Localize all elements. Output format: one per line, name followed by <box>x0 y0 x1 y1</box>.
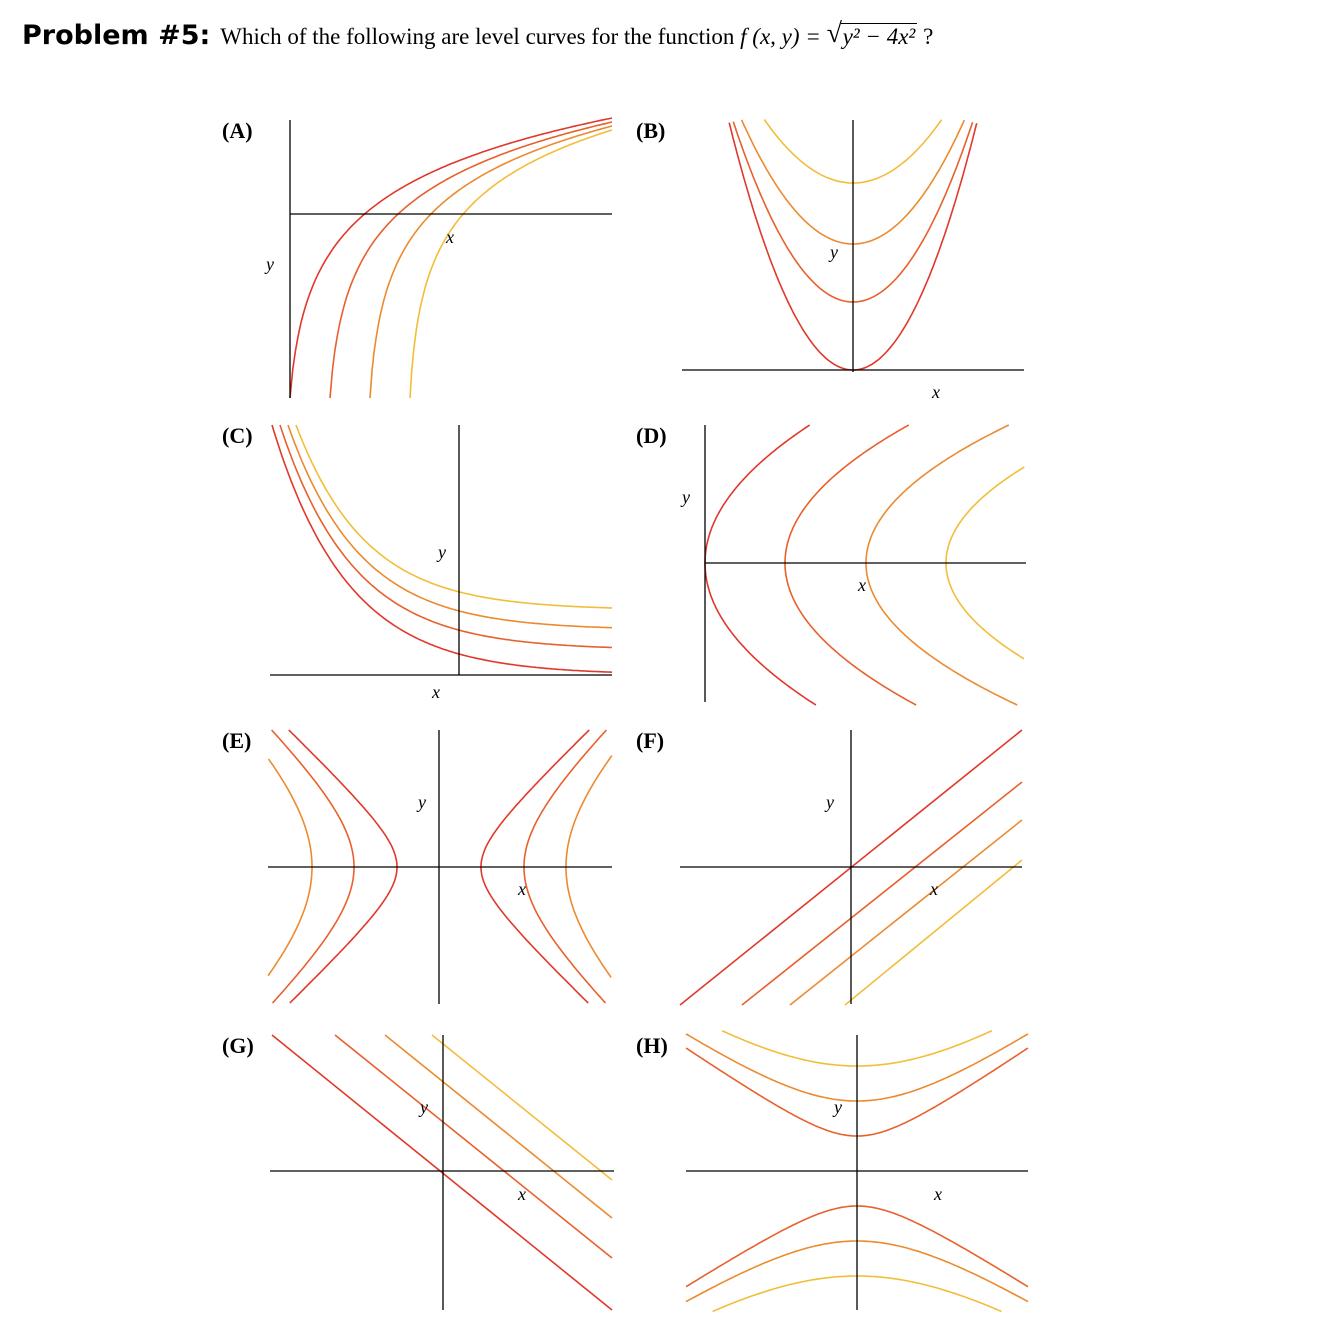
panel-a-curve-1 <box>289 117 613 399</box>
panel-label-b: (B) <box>636 118 666 143</box>
panel-e-x-label: x <box>517 879 526 899</box>
panel-c-curve-1 <box>271 424 613 673</box>
panel-c-y-label: y <box>436 542 446 562</box>
panel-b-x-label: x <box>931 382 940 402</box>
panel-c-curve-3 <box>287 424 613 629</box>
panel-label-e: (E) <box>222 728 252 753</box>
panel-d-curve-1 <box>704 424 817 706</box>
panel-g-y-label: y <box>418 1097 428 1117</box>
panel-g-line-2 <box>334 1034 613 1259</box>
panel-f-y-label: y <box>824 792 834 812</box>
panel-d-curve-2 <box>784 424 917 706</box>
panel-f-line-3 <box>789 819 1023 1006</box>
panel-label-h: (H) <box>636 1033 668 1058</box>
problem-title: Problem #5: Which of the following are l… <box>22 18 934 51</box>
question-text: Which of the following are level curves … <box>220 18 934 50</box>
panel-label-g: (G) <box>222 1033 254 1058</box>
problem-number: Problem #5: <box>22 20 211 51</box>
panel-e-y-label: y <box>416 792 426 812</box>
panel-h-x-label: x <box>933 1184 942 1204</box>
panel-a-curve-4 <box>409 129 613 399</box>
panel-h-y-label: y <box>832 1097 842 1117</box>
panel-f-line-2 <box>741 781 1023 1006</box>
panel-c-curve-2 <box>279 424 613 649</box>
function-lhs: f (x, y) = <box>740 24 827 49</box>
panel-a-x-label: x <box>445 227 454 247</box>
panel-d-x-label: x <box>857 575 866 595</box>
radicand: y² − 4x² <box>840 23 918 49</box>
radical-sign-icon: √ <box>826 18 842 49</box>
panel-label-f: (F) <box>636 728 665 753</box>
panel-g-x-label: x <box>517 1184 526 1204</box>
panel-c-curve-4 <box>295 424 612 609</box>
panel-b-y-label: y <box>828 242 838 262</box>
panel-label-a: (A) <box>222 118 253 143</box>
panel-f-line-4 <box>844 859 1023 1006</box>
panel-g-line-1 <box>271 1034 613 1311</box>
panel-g-line-3 <box>384 1034 613 1219</box>
question-prefix: Which of the following are level curves … <box>220 24 741 49</box>
panel-c-x-label: x <box>431 682 440 702</box>
panel-f-x-label: x <box>929 879 938 899</box>
panel-d-y-label: y <box>680 487 690 507</box>
panel-a-curve-2 <box>329 121 613 399</box>
square-root: √y² − 4x² <box>827 18 918 50</box>
panel-d-curve-3 <box>865 424 1018 706</box>
panel-label-d: (D) <box>636 423 667 448</box>
panel-a-curve-3 <box>369 125 613 399</box>
panel-g-line-4 <box>431 1034 613 1181</box>
panel-a-y-label: y <box>264 254 274 274</box>
panel-label-c: (C) <box>222 423 253 448</box>
question-suffix: ? <box>917 24 934 49</box>
